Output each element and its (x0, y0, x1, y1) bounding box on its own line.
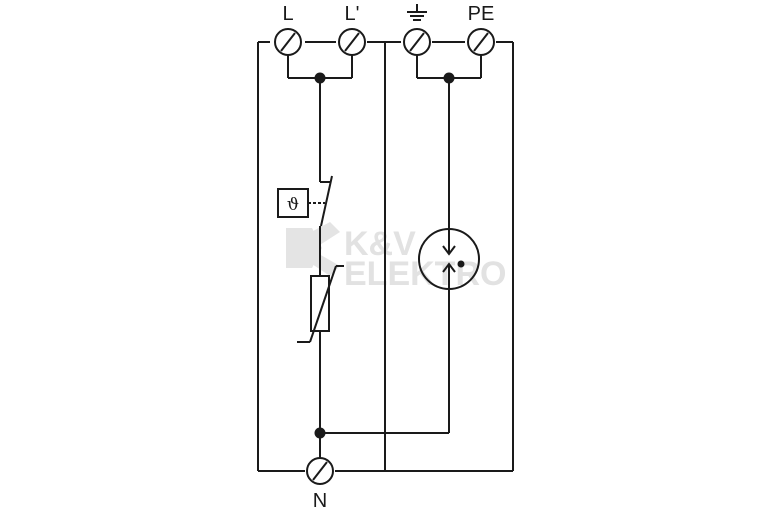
screw-terminal-pe (467, 28, 495, 56)
watermark-line2: ELEKTRO (344, 255, 506, 293)
screw-terminal-ground (403, 28, 431, 56)
housing-right (385, 41, 514, 471)
terminal-label-n: N (313, 490, 327, 512)
terminal-label-l-prime: L' (345, 3, 360, 25)
watermark-logo-icon (286, 222, 340, 276)
earth-ground-icon (407, 4, 427, 21)
terminal-label-l: L (282, 3, 293, 25)
junction-dot-neutral (314, 427, 326, 439)
housing-left (257, 41, 513, 472)
spark-gap-icon (418, 228, 480, 290)
screw-terminal-l-prime (338, 28, 366, 56)
thermal-disconnector-icon: ϑ (277, 188, 325, 218)
screw-terminal-l (274, 28, 302, 56)
line-branch-wire (319, 78, 333, 276)
screw-terminal-n (306, 457, 334, 485)
thermal-symbol: ϑ (287, 195, 299, 215)
varistor-icon (297, 265, 344, 343)
terminal-label-pe: PE (468, 3, 495, 25)
watermark-line1: K&V (344, 225, 416, 263)
